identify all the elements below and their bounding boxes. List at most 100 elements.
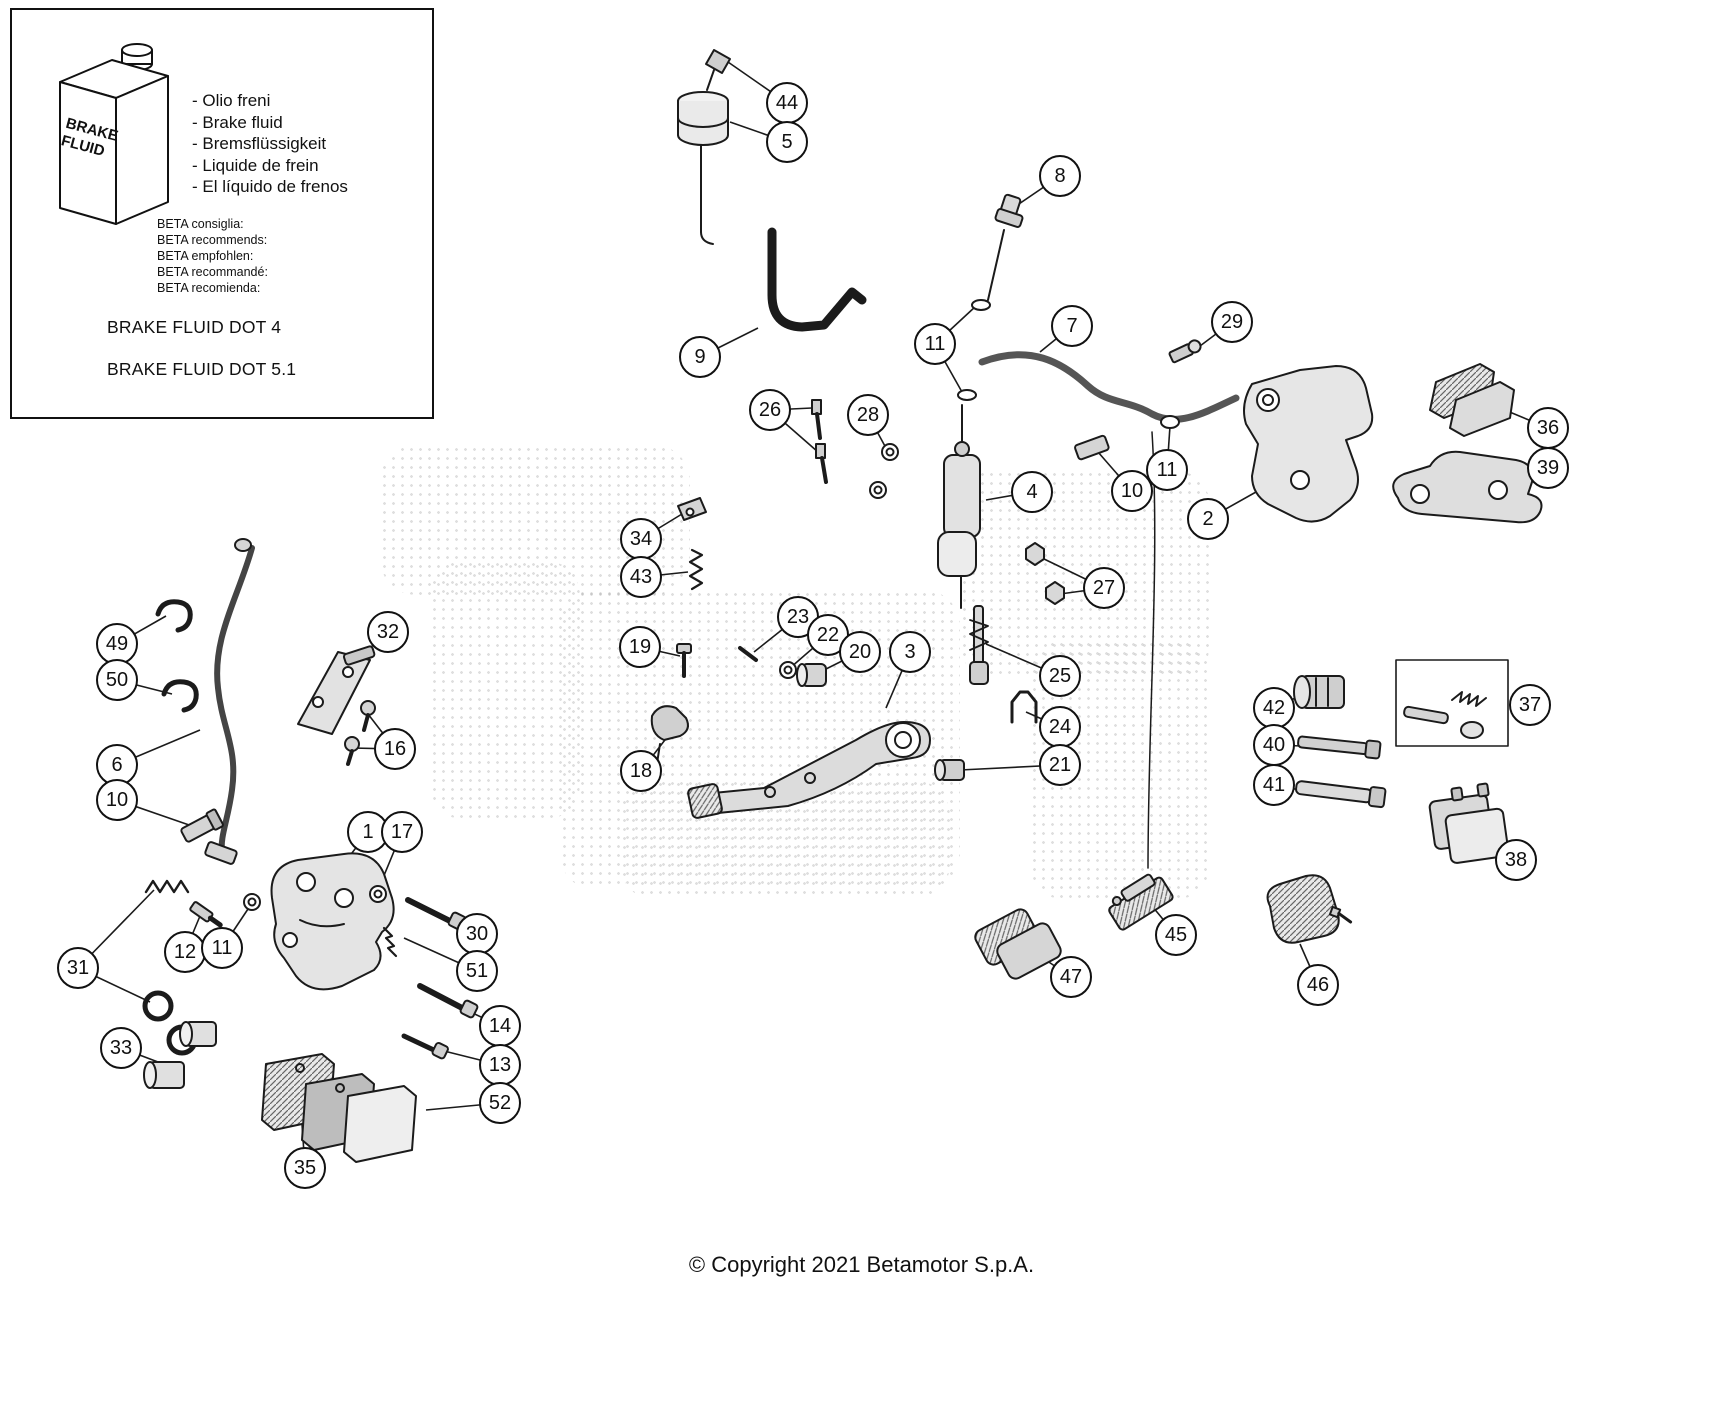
callout-number: 10 <box>105 789 129 811</box>
spring-pin-sketch <box>382 926 398 958</box>
callout-43: 43 <box>620 556 662 598</box>
callout-8: 8 <box>1039 155 1081 197</box>
washer-icon <box>869 443 899 499</box>
spring-kit-sketch <box>1395 659 1509 747</box>
washer-icon <box>243 893 261 911</box>
hose-clamp-sketch <box>155 599 193 633</box>
callout-11: 11 <box>914 323 956 365</box>
callout-45: 45 <box>1155 914 1197 956</box>
callout-number: 5 <box>781 131 793 153</box>
callout-5: 5 <box>766 121 808 163</box>
banjo-bolt-sketch <box>1074 434 1110 461</box>
brake-hose-sketch <box>978 351 1240 423</box>
callout-18: 18 <box>620 750 662 792</box>
callout-number: 19 <box>628 636 652 658</box>
callout-number: 11 <box>924 333 946 355</box>
callout-3: 3 <box>889 631 931 673</box>
bleeder-screw-sketch <box>1168 339 1202 364</box>
beta-recommendation: BETA recommends: <box>157 233 268 247</box>
fluid-name: - Olio freni <box>192 91 271 110</box>
callout-19: 19 <box>619 626 661 668</box>
callout-31: 31 <box>57 947 99 989</box>
watermark-pattern <box>960 470 1210 680</box>
callout-26: 26 <box>749 389 791 431</box>
pad-sketch <box>974 908 1062 980</box>
callout-number: 40 <box>1262 734 1286 756</box>
pivot-bushing-sketch <box>934 759 965 781</box>
brake-fluid-dot4-label: BRAKE FLUID DOT 4 <box>107 317 282 337</box>
callout-34: 34 <box>620 518 662 560</box>
fluid-name-list: - Olio freni - Brake fluid - Bremsflüssi… <box>192 90 348 198</box>
callout-38: 38 <box>1495 839 1537 881</box>
front-caliper-sketch <box>270 852 395 991</box>
beta-recommendation: BETA recomienda: <box>157 281 261 295</box>
beta-recommendation: BETA empfohlen: <box>157 249 254 263</box>
callout-number: 41 <box>1262 774 1286 796</box>
callout-number: 39 <box>1536 457 1560 479</box>
copyright-text: © Copyright 2021 Betamotor S.p.A. <box>688 1252 1035 1277</box>
callout-12: 12 <box>164 931 206 973</box>
callout-number: 30 <box>465 923 489 945</box>
callout-14: 14 <box>479 1005 521 1047</box>
callout-number: 10 <box>1120 480 1144 502</box>
callout-number: 35 <box>293 1157 317 1179</box>
callout-47: 47 <box>1050 956 1092 998</box>
beta-recommendation: BETA recommandé: <box>157 265 268 279</box>
callout-number: 13 <box>488 1054 512 1076</box>
callout-7: 7 <box>1051 305 1093 347</box>
callout-number: 52 <box>488 1092 512 1114</box>
brake-fluid-bottle-icon: BRAKE FLUID <box>59 43 169 225</box>
callout-44: 44 <box>766 82 808 124</box>
callout-13: 13 <box>479 1044 521 1086</box>
callout-number: 1 <box>362 821 374 843</box>
fluid-name: - Bremsflüssigkeit <box>192 134 327 153</box>
caliper-piston-sketch <box>1293 675 1345 709</box>
callout-27: 27 <box>1083 567 1125 609</box>
callout-39: 39 <box>1527 447 1569 489</box>
caliper-bolt-sketch <box>401 1033 449 1060</box>
callout-9: 9 <box>679 336 721 378</box>
master-cylinder-sketch <box>937 404 981 609</box>
callout-50: 50 <box>96 659 138 701</box>
callout-number: 36 <box>1536 417 1560 439</box>
fluid-name: - Liquide de frein <box>192 155 319 175</box>
lever-bracket-sketch <box>297 645 376 735</box>
pad-pin-sketch <box>1297 735 1382 760</box>
callout-number: 44 <box>775 92 799 114</box>
callout-23: 23 <box>777 596 819 638</box>
callout-number: 32 <box>376 621 400 643</box>
front-hose-sketch <box>204 538 255 865</box>
callout-number: 28 <box>856 404 880 426</box>
brake-pedal-sketch <box>687 721 931 819</box>
callout-number: 29 <box>1220 311 1244 333</box>
bolt-sketch <box>811 399 828 484</box>
callout-number: 42 <box>1262 697 1286 719</box>
fluid-name: - El líquido de frenos <box>192 177 348 196</box>
callout-number: 9 <box>694 346 706 368</box>
callout-number: 26 <box>758 399 782 421</box>
callout-28: 28 <box>847 394 889 436</box>
callout-11: 11 <box>1146 449 1188 491</box>
callout-33: 33 <box>100 1027 142 1069</box>
callout-number: 21 <box>1048 754 1072 776</box>
callout-10: 10 <box>1111 470 1153 512</box>
bleeder-screw-sketch <box>189 901 223 928</box>
pad-pin-sketch <box>1295 780 1387 809</box>
banjo-bolt-sketch <box>180 808 224 843</box>
callout-10: 10 <box>96 779 138 821</box>
reservoir-pipe-sketch <box>767 227 867 332</box>
valve-sketch <box>1108 873 1174 931</box>
piston-seal-sketch <box>142 990 217 1089</box>
screw-sketch <box>344 700 376 766</box>
callout-52: 52 <box>479 1082 521 1124</box>
callout-number: 17 <box>390 821 414 843</box>
rear-pads-sketch <box>1428 782 1510 864</box>
callout-29: 29 <box>1211 301 1253 343</box>
callout-30: 30 <box>456 913 498 955</box>
callout-number: 23 <box>786 606 810 628</box>
bushing-sketch <box>796 663 827 687</box>
callout-37: 37 <box>1509 684 1551 726</box>
callout-4: 4 <box>1011 471 1053 513</box>
callout-42: 42 <box>1253 687 1295 729</box>
